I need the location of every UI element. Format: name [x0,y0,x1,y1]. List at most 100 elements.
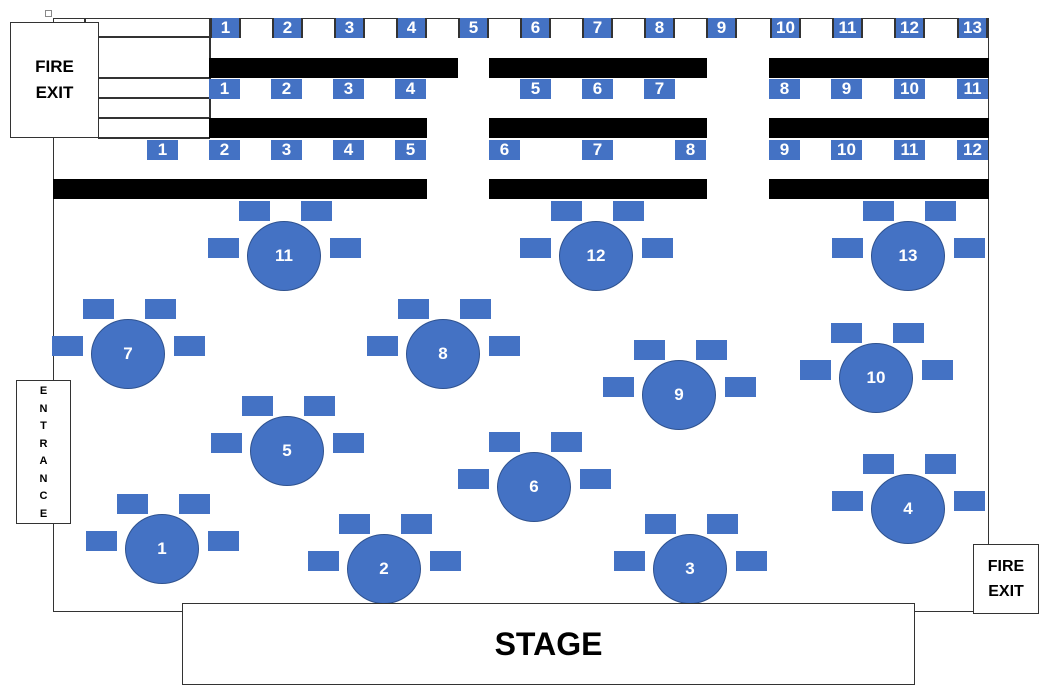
bleacher-seat-a-2[interactable]: 2 [272,18,303,38]
table-4-chair[interactable] [863,454,894,474]
table-5-chair[interactable] [211,433,242,453]
table-7-chair[interactable] [83,299,114,319]
table-9-chair[interactable] [634,340,665,360]
table-6-chair[interactable] [489,432,520,452]
table-11-chair[interactable] [301,201,332,221]
bleacher-seat-a-12[interactable]: 12 [894,18,925,38]
bleacher-seat-c-5[interactable]: 5 [395,140,426,160]
round-table-7[interactable]: 7 [91,319,165,389]
table-8-chair[interactable] [398,299,429,319]
table-3-chair[interactable] [614,551,645,571]
round-table-4[interactable]: 4 [871,474,945,544]
table-2-chair[interactable] [401,514,432,534]
table-6-chair[interactable] [458,469,489,489]
bleacher-seat-b-5[interactable]: 5 [520,79,551,99]
table-12-chair[interactable] [642,238,673,258]
table-6-chair[interactable] [580,469,611,489]
bleacher-seat-c-10[interactable]: 10 [831,140,862,160]
bleacher-seat-a-4[interactable]: 4 [396,18,427,38]
table-7-chair[interactable] [52,336,83,356]
table-12-chair[interactable] [613,201,644,221]
table-8-chair[interactable] [489,336,520,356]
table-4-chair[interactable] [954,491,985,511]
bleacher-seat-a-10[interactable]: 10 [770,18,801,38]
round-table-13[interactable]: 13 [871,221,945,291]
bleacher-seat-b-11[interactable]: 11 [957,79,988,99]
table-13-chair[interactable] [925,201,956,221]
round-table-9[interactable]: 9 [642,360,716,430]
bleacher-seat-b-7[interactable]: 7 [644,79,675,99]
table-13-chair[interactable] [832,238,863,258]
table-11-chair[interactable] [330,238,361,258]
table-13-chair[interactable] [863,201,894,221]
bleacher-seat-b-1[interactable]: 1 [209,79,240,99]
bleacher-seat-c-9[interactable]: 9 [769,140,800,160]
table-10-chair[interactable] [831,323,862,343]
table-1-chair[interactable] [179,494,210,514]
round-table-11[interactable]: 11 [247,221,321,291]
bleacher-seat-b-2[interactable]: 2 [271,79,302,99]
bleacher-seat-c-3[interactable]: 3 [271,140,302,160]
table-10-chair[interactable] [800,360,831,380]
round-table-6[interactable]: 6 [497,452,571,522]
table-5-chair[interactable] [304,396,335,416]
table-3-chair[interactable] [707,514,738,534]
table-10-chair[interactable] [922,360,953,380]
round-table-1[interactable]: 1 [125,514,199,584]
table-2-chair[interactable] [430,551,461,571]
bleacher-seat-a-9[interactable]: 9 [706,18,737,38]
table-8-chair[interactable] [367,336,398,356]
table-1-chair[interactable] [86,531,117,551]
table-11-chair[interactable] [208,238,239,258]
bleacher-seat-b-9[interactable]: 9 [831,79,862,99]
table-4-chair[interactable] [832,491,863,511]
bleacher-seat-c-1[interactable]: 1 [147,140,178,160]
table-13-chair[interactable] [954,238,985,258]
bleacher-seat-b-4[interactable]: 4 [395,79,426,99]
table-2-chair[interactable] [339,514,370,534]
round-table-5[interactable]: 5 [250,416,324,486]
bleacher-seat-a-8[interactable]: 8 [644,18,675,38]
table-3-chair[interactable] [645,514,676,534]
bleacher-seat-c-12[interactable]: 12 [957,140,988,160]
table-5-chair[interactable] [242,396,273,416]
bleacher-seat-c-4[interactable]: 4 [333,140,364,160]
table-1-chair[interactable] [117,494,148,514]
table-12-chair[interactable] [551,201,582,221]
bleacher-seat-a-6[interactable]: 6 [520,18,551,38]
bleacher-seat-a-3[interactable]: 3 [334,18,365,38]
round-table-10[interactable]: 10 [839,343,913,413]
round-table-8[interactable]: 8 [406,319,480,389]
bleacher-seat-c-11[interactable]: 11 [894,140,925,160]
table-7-chair[interactable] [174,336,205,356]
bleacher-seat-c-8[interactable]: 8 [675,140,706,160]
table-5-chair[interactable] [333,433,364,453]
table-6-chair[interactable] [551,432,582,452]
bleacher-seat-a-7[interactable]: 7 [582,18,613,38]
table-7-chair[interactable] [145,299,176,319]
table-3-chair[interactable] [736,551,767,571]
bleacher-seat-c-6[interactable]: 6 [489,140,520,160]
bleacher-seat-b-8[interactable]: 8 [769,79,800,99]
table-11-chair[interactable] [239,201,270,221]
table-1-chair[interactable] [208,531,239,551]
bleacher-seat-b-3[interactable]: 3 [333,79,364,99]
round-table-3[interactable]: 3 [653,534,727,604]
table-9-chair[interactable] [603,377,634,397]
bleacher-seat-a-13[interactable]: 13 [957,18,988,38]
selection-handle[interactable] [45,10,52,17]
table-9-chair[interactable] [696,340,727,360]
bleacher-seat-a-5[interactable]: 5 [458,18,489,38]
bleacher-seat-c-7[interactable]: 7 [582,140,613,160]
table-8-chair[interactable] [460,299,491,319]
table-2-chair[interactable] [308,551,339,571]
table-10-chair[interactable] [893,323,924,343]
round-table-2[interactable]: 2 [347,534,421,604]
table-12-chair[interactable] [520,238,551,258]
round-table-12[interactable]: 12 [559,221,633,291]
table-9-chair[interactable] [725,377,756,397]
bleacher-seat-c-2[interactable]: 2 [209,140,240,160]
bleacher-seat-b-6[interactable]: 6 [582,79,613,99]
bleacher-seat-a-11[interactable]: 11 [832,18,863,38]
table-4-chair[interactable] [925,454,956,474]
